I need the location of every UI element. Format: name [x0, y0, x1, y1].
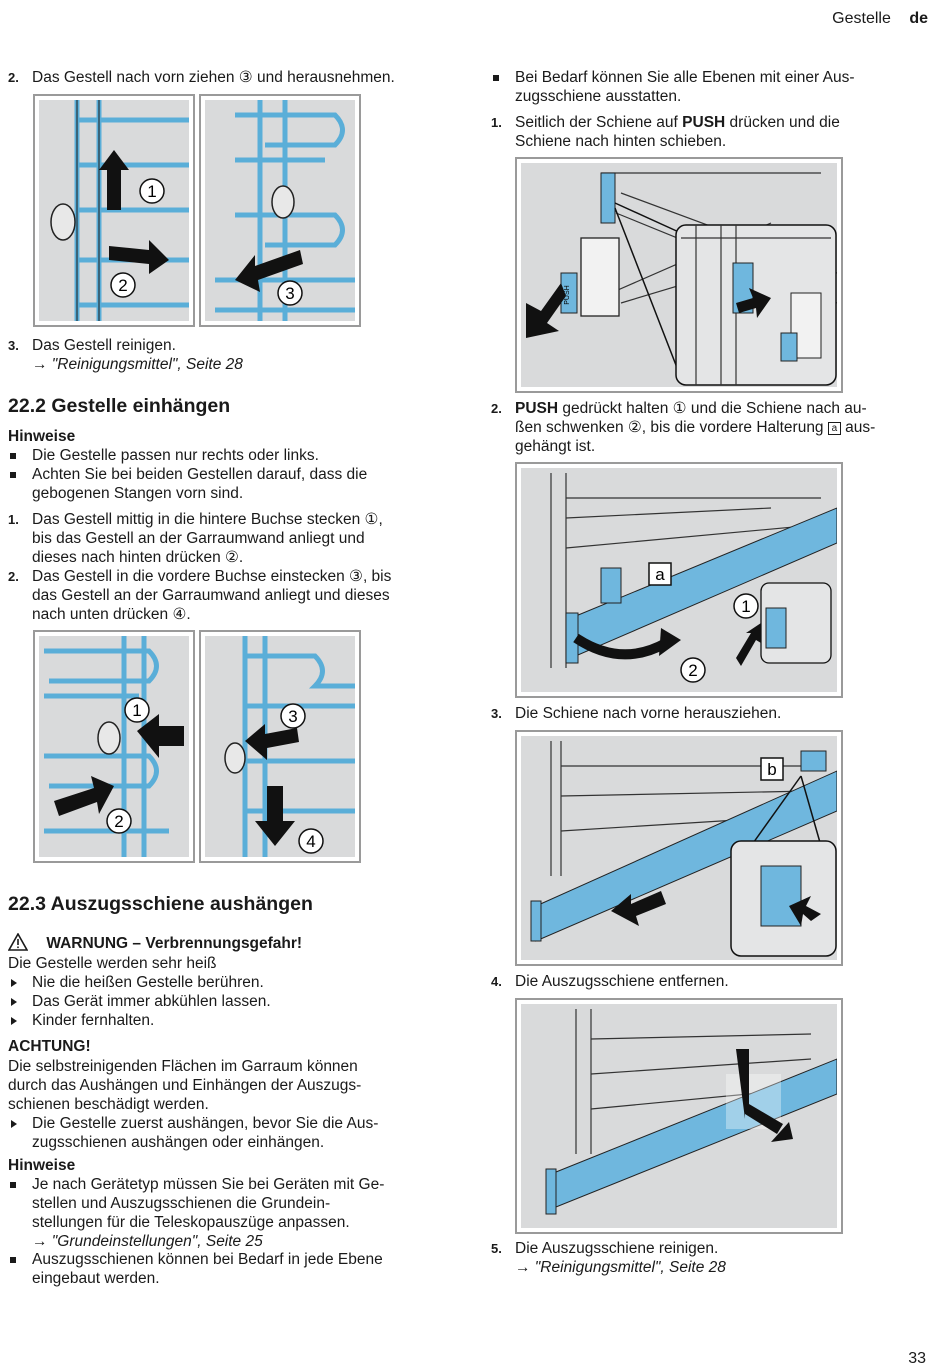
- rail-illustration: a 1 2: [521, 468, 837, 692]
- figure-pull-rail: b: [515, 730, 843, 966]
- bullet-icon: [10, 1257, 16, 1263]
- bullet-icon: [493, 75, 499, 81]
- figure-rack-pull-2: 3: [199, 94, 361, 327]
- callout-4: 4: [306, 832, 315, 851]
- bullet-icon: [10, 453, 16, 459]
- callout-3: 3: [288, 707, 297, 726]
- figure-swing-rail: a 1 2: [515, 462, 843, 698]
- rail-illustration: b: [521, 736, 837, 960]
- header-section: Gestelle: [832, 10, 891, 27]
- label-b: b: [767, 760, 776, 779]
- section-title-22-2: 22.2 Gestelle einhängen: [8, 395, 231, 417]
- step-number: 2.: [8, 70, 19, 85]
- callout-1: 1: [741, 597, 750, 616]
- figure-rack-hang-2: 3 4: [199, 630, 361, 863]
- callout-2: 2: [118, 276, 127, 295]
- callout-1: 1: [147, 182, 156, 201]
- warning-heading: WARNUNG – Verbrennungsgefahr!: [7, 932, 302, 954]
- warning-text: Die Gestelle werden sehr heiß: [8, 955, 217, 972]
- label-a: a: [655, 565, 665, 584]
- step-clean-rack: 3. Das Gestell reinigen. → "Reinigungsmi…: [8, 337, 448, 377]
- step-number: 3.: [8, 338, 19, 353]
- section-title-22-3: 22.3 Auszugsschiene aushängen: [8, 893, 313, 915]
- figure-push-rail: PUSH: [515, 157, 843, 393]
- caution-text: schienen beschädigt werden.: [8, 1096, 209, 1113]
- caution-text: Die selbstreinigenden Flächen im Garraum…: [8, 1058, 358, 1075]
- step-text: Das Gestell nach vorn ziehen ③ und herau…: [32, 69, 395, 86]
- page-header: Gestelle de: [832, 10, 928, 29]
- cross-reference-link[interactable]: → "Reinigungsmittel", Seite 28: [32, 356, 243, 373]
- callout-1: 1: [132, 701, 141, 720]
- bullet-arrow-icon: [11, 1017, 17, 1025]
- caution-text: durch das Aushängen und Einhängen der Au…: [8, 1077, 362, 1094]
- step-text: Das Gestell reinigen.: [32, 337, 176, 354]
- rail-illustration: [521, 1004, 837, 1228]
- callout-3: 3: [285, 284, 294, 303]
- rack-illustration: 1 2: [39, 636, 189, 857]
- rack-illustration: 3: [205, 100, 355, 321]
- page-number: 33: [908, 1350, 926, 1367]
- notes-heading: Hinweise: [8, 1157, 76, 1174]
- rail-illustration: PUSH: [521, 163, 837, 387]
- figure-remove-rail: [515, 998, 843, 1234]
- figure-rack-hang-1: 1 2: [33, 630, 195, 863]
- callout-2: 2: [688, 661, 697, 680]
- rack-illustration: 3 4: [205, 636, 355, 857]
- bullet-arrow-icon: [11, 998, 17, 1006]
- bullet-icon: [10, 1182, 16, 1188]
- bullet-arrow-icon: [11, 979, 17, 987]
- cross-reference-link[interactable]: → "Grundeinstellungen", Seite 25: [32, 1233, 263, 1250]
- cross-reference-link[interactable]: → "Reinigungsmittel", Seite 28: [515, 1259, 726, 1276]
- label-box-a: a: [827, 422, 841, 435]
- caution-heading: ACHTUNG!: [8, 1038, 91, 1055]
- rack-illustration: 1 2: [39, 100, 189, 321]
- notes-heading: Hinweise: [8, 428, 76, 445]
- bullet-arrow-icon: [11, 1120, 17, 1128]
- bullet-icon: [10, 472, 16, 478]
- push-label: PUSH: [564, 285, 571, 304]
- header-language: de: [909, 10, 928, 27]
- callout-2: 2: [114, 812, 123, 831]
- figure-rack-pull-1: 1 2: [33, 94, 195, 327]
- warning-triangle-icon: [7, 932, 29, 951]
